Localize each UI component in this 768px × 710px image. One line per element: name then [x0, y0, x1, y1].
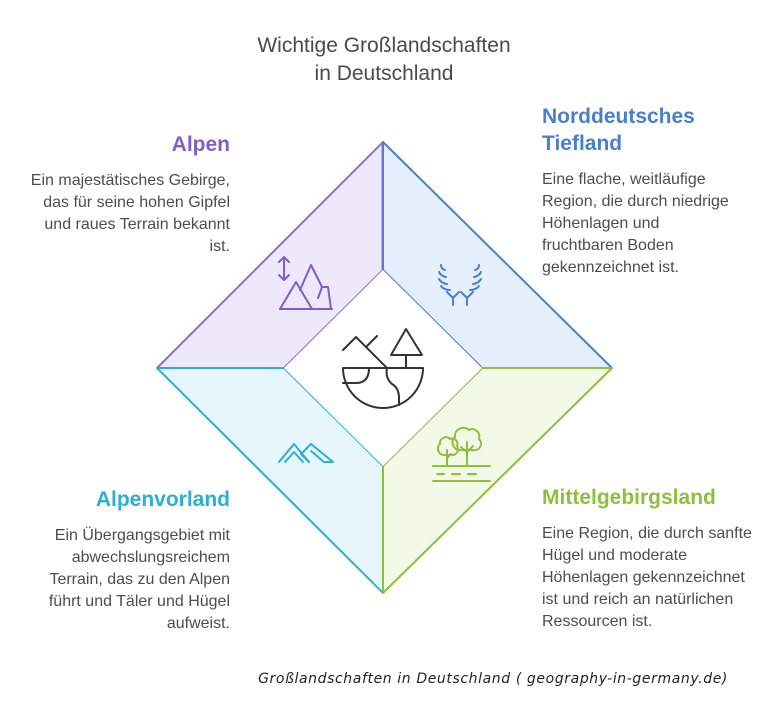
region-description-alpen: Ein majestätisches Gebirge, das für sein… — [30, 172, 230, 255]
region-block-norddeutsches-tiefland: Norddeutsches Tiefland Eine flache, weit… — [542, 103, 742, 279]
hills-icon — [278, 443, 334, 463]
segment-mittelgebirgsland — [382, 367, 613, 594]
trees-landscape-icon — [432, 426, 491, 482]
mountains-with-height-arrow-icon — [278, 256, 333, 310]
region-description-alpenvorland: Ein Übergangsgebiet mit abwechslungsreic… — [48, 527, 230, 632]
title-line-2: in Deutschland — [314, 62, 454, 85]
region-block-mittelgebirgsland: Mittelgebirgsland Eine Region, die durch… — [542, 484, 757, 633]
footer-caption-text: Großlandschaften in Deutschland ( geogra… — [258, 671, 728, 687]
region-block-alpenvorland: Alpenvorland Ein Übergangsgebiet mit abw… — [20, 486, 230, 635]
region-description-mittelgebirgsland: Eine Region, die durch sanfte Hügel und … — [542, 525, 752, 630]
region-heading-mittelgebirgsland: Mittelgebirgsland — [542, 486, 716, 509]
title-line-1: Wichtige Großlandschaften — [257, 34, 511, 57]
wheat-icon — [438, 264, 482, 306]
landscape-globe-icon — [342, 328, 424, 409]
region-description-norddeutsches-tiefland: Eine flache, weitläufige Region, die dur… — [542, 171, 729, 276]
page-title: Wichtige Großlandschaften in Deutschland — [0, 32, 768, 88]
region-heading-alpenvorland: Alpenvorland — [95, 488, 230, 511]
region-heading-alpen: Alpen — [171, 133, 230, 156]
region-heading-norddeutsches-tiefland: Norddeutsches Tiefland — [542, 105, 695, 155]
footer-caption: Großlandschaften in Deutschland ( geogra… — [0, 671, 768, 687]
region-block-alpen: Alpen Ein majestätisches Gebirge, das fü… — [20, 131, 230, 258]
